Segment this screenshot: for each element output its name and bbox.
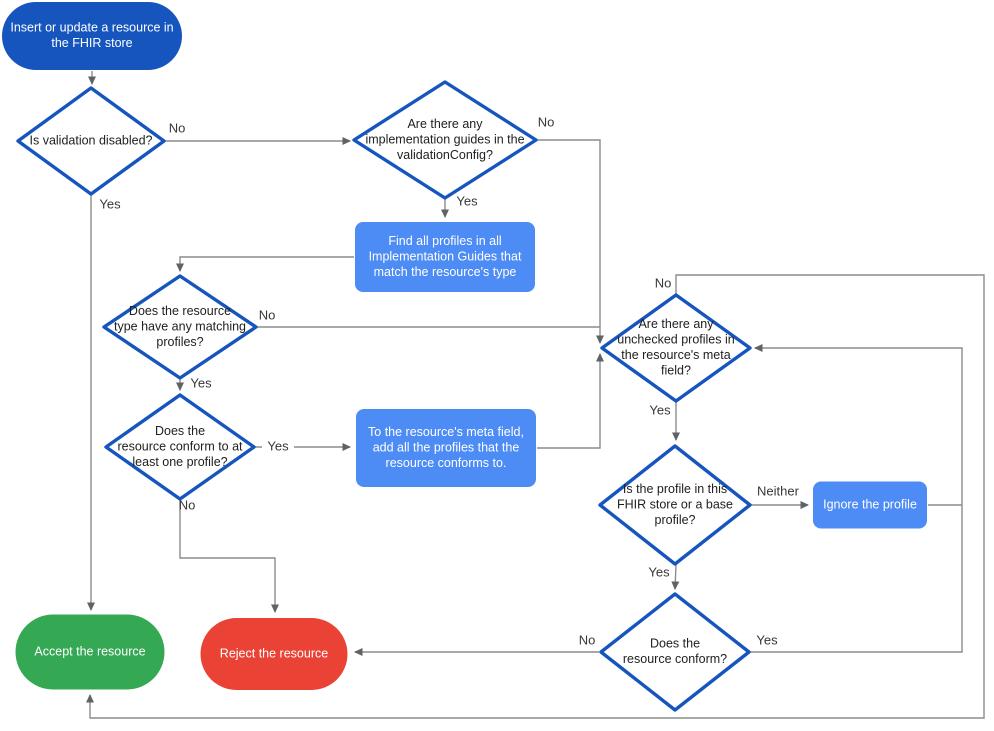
terminal-reject-resource-shape (200, 618, 348, 690)
edge-unchecked-no-accept (86, 274, 985, 719)
edge-matching-yes-label: Yes (190, 375, 212, 390)
edge-guides-no (537, 139, 604, 344)
terminal-accept-resource-shape (15, 614, 165, 690)
terminal-reject-resource-label: Reject the resource (220, 646, 328, 660)
decision-unchecked-profiles-shape (600, 293, 752, 403)
process-add-profiles-to-meta-shape (356, 409, 536, 487)
process-find-all-profiles-shape (355, 222, 535, 292)
edge-guides-no-label: No (538, 114, 555, 129)
terminal-accept-resource-label: Accept the resource (34, 644, 145, 658)
edge-guides-yes-label: Yes (456, 193, 478, 208)
decision-conform-at-least-one-shape (104, 393, 256, 501)
process-ignore-profile: Ignore the profile (813, 481, 927, 529)
edge-matching-no-label: No (259, 307, 276, 322)
edge-profile-neither-label: Neither (757, 483, 800, 498)
start-node-insert-or-update-shape (2, 2, 182, 70)
edge-profile-yes-label: Yes (648, 564, 670, 579)
edge-validation-yes-accept-label: Yes (99, 196, 121, 211)
decision-validation-disabled-label: Is validation disabled? (30, 133, 153, 147)
process-add-profiles-to-meta: To the resource's meta field,add all the… (356, 409, 536, 487)
edge-conform-one-yes-label: Yes (267, 438, 289, 453)
decision-validation-disabled-shape (16, 86, 166, 196)
decision-profile-in-store-shape (598, 444, 752, 566)
decision-matching-profiles-shape (102, 274, 258, 380)
edge-unchecked-no-accept-label: No (655, 275, 672, 290)
edge-validation-no-label: No (169, 120, 186, 135)
edge-profile-yes (671, 564, 680, 590)
terminal-accept-resource: Accept the resource (15, 614, 165, 690)
edges-layer (86, 71, 985, 719)
process-ignore-profile-shape (813, 481, 927, 529)
edge-conform-yes-loopback-label: Yes (756, 632, 778, 647)
decision-validation-disabled: Is validation disabled? (16, 86, 166, 196)
edge-conform-no-reject-label: No (579, 632, 596, 647)
edge-unchecked-yes-label: Yes (649, 402, 671, 417)
process-add-profiles-to-meta-label: To the resource's meta field,add all the… (368, 425, 524, 470)
decision-implementation-guides-shape (352, 80, 538, 200)
edge-conform-yes-loopback (750, 344, 963, 653)
edge-conform-one-no-reject (179, 500, 279, 613)
edge-conform-one-no-reject-label: No (179, 497, 196, 512)
process-ignore-profile-label: Ignore the profile (823, 497, 917, 511)
edge-label-mask (262, 439, 294, 455)
decision-resource-conform-shape (599, 592, 751, 712)
edge-findprofiles-to-matching (176, 256, 354, 272)
edge-addprofiles-to-unchecked (537, 353, 604, 449)
terminal-reject-resource: Reject the resource (200, 618, 348, 690)
